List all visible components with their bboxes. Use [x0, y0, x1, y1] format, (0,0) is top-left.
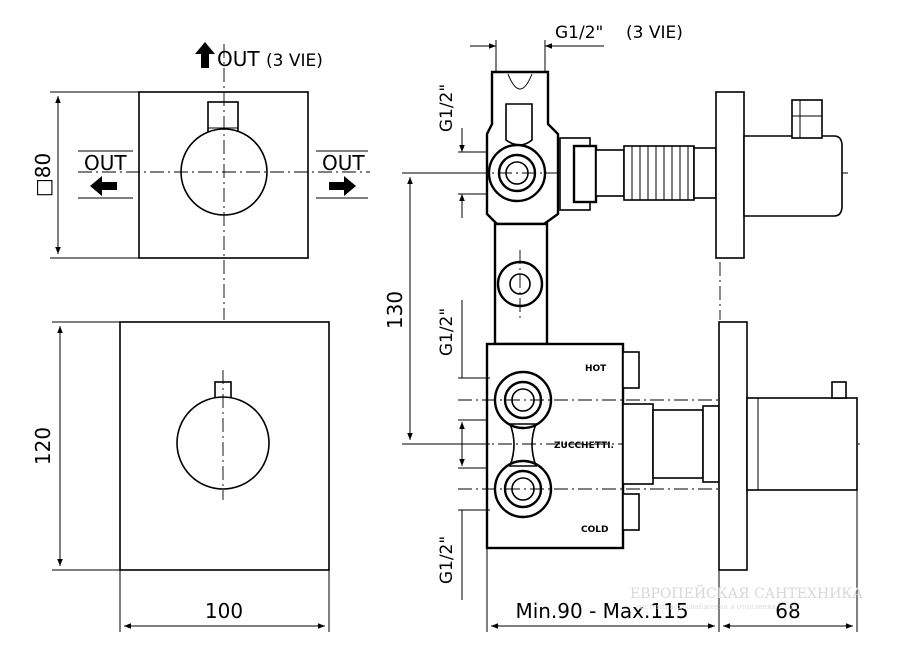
- thermostat-plate-view: 120 100: [31, 321, 330, 632]
- dim-min-max: Min.90 - Max.115: [515, 599, 688, 623]
- upper-plate-section: [715, 91, 745, 259]
- side-section-view: G1/2" (3 VIE): [383, 23, 863, 632]
- hot-inlet-stub: [622, 351, 640, 389]
- out-left-label: OUT: [84, 151, 127, 175]
- watermark: ЕВРОПЕЙСКАЯ САНТЕХНИКА: [630, 583, 863, 602]
- thread-top-note: (3 VIE): [626, 23, 683, 43]
- dim-68: 68: [775, 599, 800, 623]
- out-arrow-up-icon: [195, 42, 215, 68]
- dim-100: 100: [205, 599, 243, 623]
- out-top-note: (3 VIE): [266, 51, 323, 71]
- cold-inlet-stub: [622, 493, 640, 531]
- diverter-plate: [138, 91, 309, 259]
- out-right-label: OUT: [322, 151, 365, 175]
- out-top-label: OUT: [217, 47, 260, 71]
- cold-label: COLD: [581, 525, 608, 535]
- diverter-handle-side: [743, 135, 843, 217]
- thread-top-label: G1/2": [555, 23, 603, 43]
- watermark-sub: системы водоснабжения и отопления • спа: [636, 603, 798, 611]
- hot-label: HOT: [585, 364, 607, 374]
- dim-square-80: □80: [31, 153, 55, 197]
- diverter-plate-view: OUT (3 VIE) OUT OUT □80: [31, 42, 370, 320]
- thread-v1-label: G1/2": [437, 84, 457, 132]
- out-arrow-left-icon: [90, 176, 117, 196]
- dim-120: 120: [31, 427, 55, 465]
- lower-plate-section: [718, 321, 748, 571]
- thermostat-plate: [119, 321, 330, 571]
- brand-label: ZUCCHETTI.: [554, 441, 614, 451]
- out-arrow-right-icon: [329, 176, 356, 196]
- diverter-spline: [623, 145, 695, 201]
- dim-130: 130: [383, 291, 407, 329]
- thread-v3-label: G1/2": [437, 536, 457, 584]
- thermo-cartridge-nut: [622, 403, 654, 485]
- thread-v2-label: G1/2": [437, 308, 457, 356]
- thermostat-handle-side: [746, 397, 858, 491]
